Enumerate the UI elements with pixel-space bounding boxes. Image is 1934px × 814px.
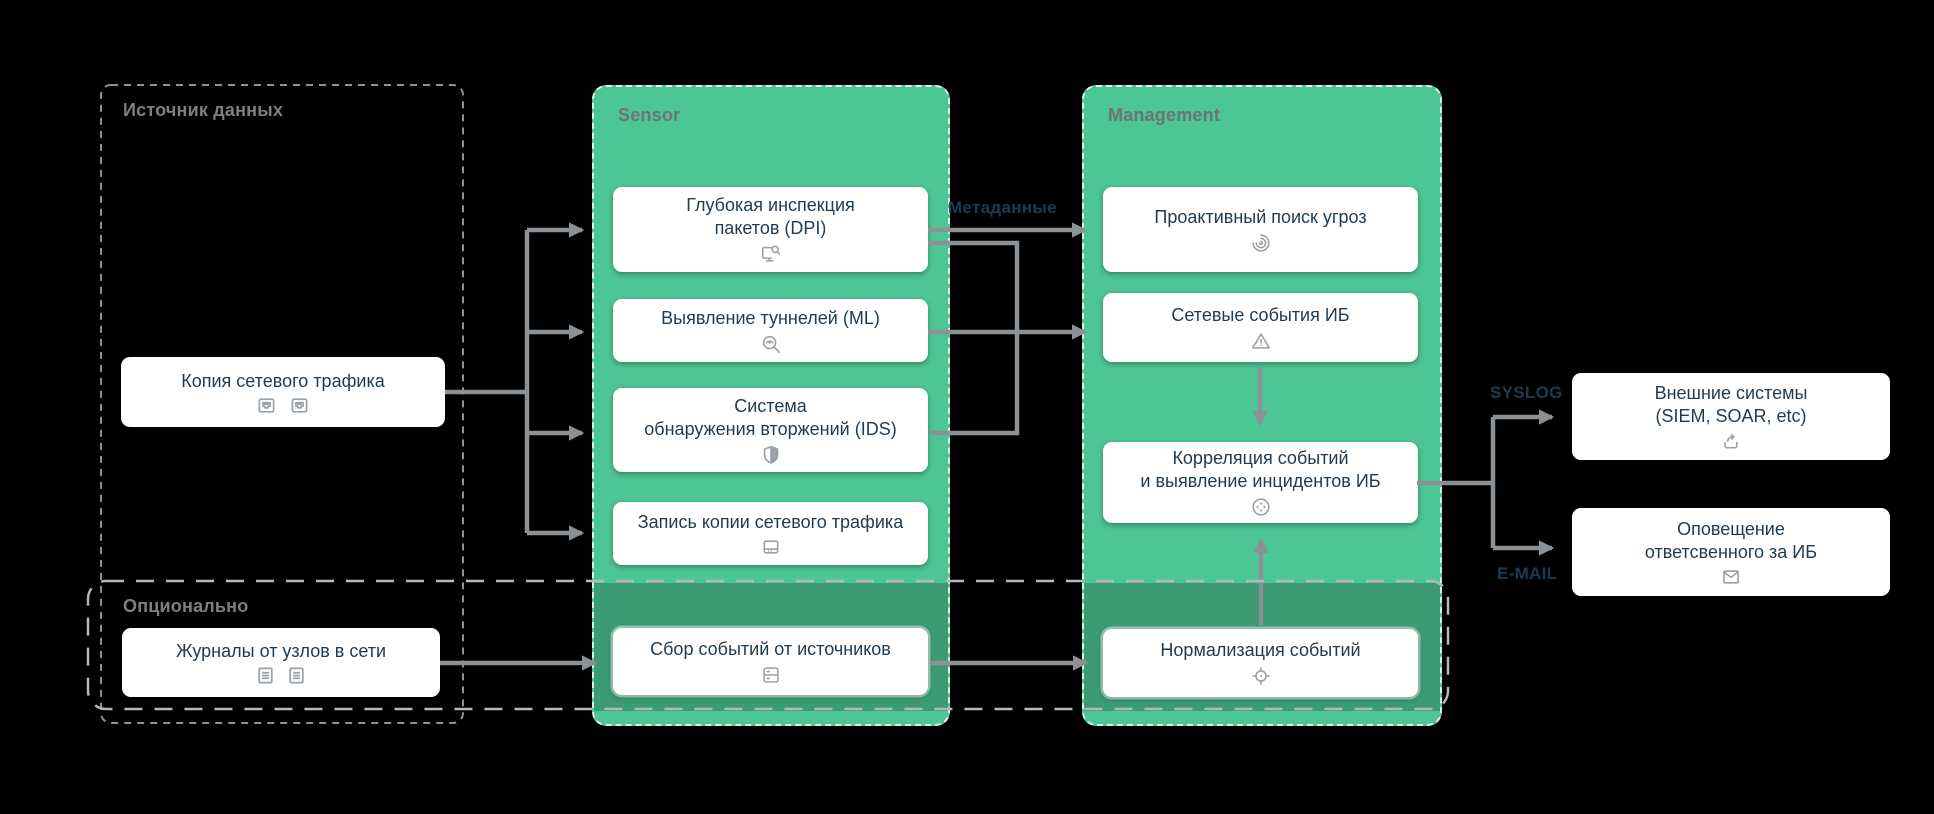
edge-trafficcopy-trunk: [445, 230, 530, 533]
node-traffic-copy-label: Копия сетевого трафика: [181, 370, 385, 391]
node-host-logs: Журналы от узлов в сети: [122, 628, 440, 697]
node-host-logs-label: Журналы от узлов в сети: [175, 641, 387, 661]
spiral-target-icon: [1250, 232, 1272, 254]
ethernet-ports-row: [256, 396, 310, 415]
node-traffic-record: Запись копии сетевого трафика: [613, 502, 928, 565]
magnifier-eye-icon: [760, 333, 782, 355]
node-event-collection-label: Сбор событий от источников: [650, 638, 891, 659]
warning-triangle-icon: [1250, 330, 1272, 352]
node-threat-hunting: Проактивный поиск угроз: [1103, 187, 1418, 272]
management-panel-label: Management: [1108, 105, 1221, 125]
node-network-events-label: Сетевые события ИБ: [1171, 304, 1350, 325]
shield-icon: [760, 444, 782, 466]
node-tunnels-ml: Выявление туннелей (ML): [613, 299, 928, 362]
sensor-panel-label: Sensor: [618, 105, 681, 125]
envelope-icon: [1719, 567, 1743, 587]
node-traffic-copy: Копия сетевого трафика: [121, 357, 445, 427]
node-event-collection: Сбор событий от источников: [613, 628, 928, 695]
node-network-events: Сетевые события ИБ: [1103, 293, 1418, 362]
server-icon: [760, 664, 782, 686]
documents-row: [256, 666, 306, 685]
syslog-flow-label: SYSLOG: [1490, 383, 1563, 402]
metadata-flow-label: Метаданные: [948, 198, 1057, 217]
email-flow-label: E-MAIL: [1497, 564, 1558, 583]
source-group-label: Источник данных: [123, 100, 284, 120]
node-external-systems-label: Внешние системы(SIEM, SOAR, etc): [1654, 383, 1808, 426]
node-normalization-label: Нормализация событий: [1160, 640, 1361, 660]
hard-drive-icon: [760, 537, 782, 557]
crosshair-icon: [1250, 665, 1272, 687]
monitor-search-icon: [759, 243, 783, 265]
share-icon: [1720, 431, 1742, 451]
document-icon: [287, 666, 306, 685]
node-traffic-record-label: Запись копии сетевого трафика: [637, 511, 904, 532]
document-icon: [256, 666, 275, 685]
node-tunnels-ml-label: Выявление туннелей (ML): [661, 307, 880, 328]
node-normalization: Нормализация событий: [1103, 629, 1418, 697]
ethernet-port-icon: [289, 396, 310, 415]
node-threat-hunting-label: Проактивный поиск угроз: [1154, 206, 1367, 227]
optional-group-label: Опционально: [123, 596, 249, 616]
converge-arrows-icon: [1250, 496, 1272, 518]
node-external-systems: Внешние системы(SIEM, SOAR, etc): [1572, 373, 1890, 460]
ethernet-port-icon: [256, 396, 277, 415]
